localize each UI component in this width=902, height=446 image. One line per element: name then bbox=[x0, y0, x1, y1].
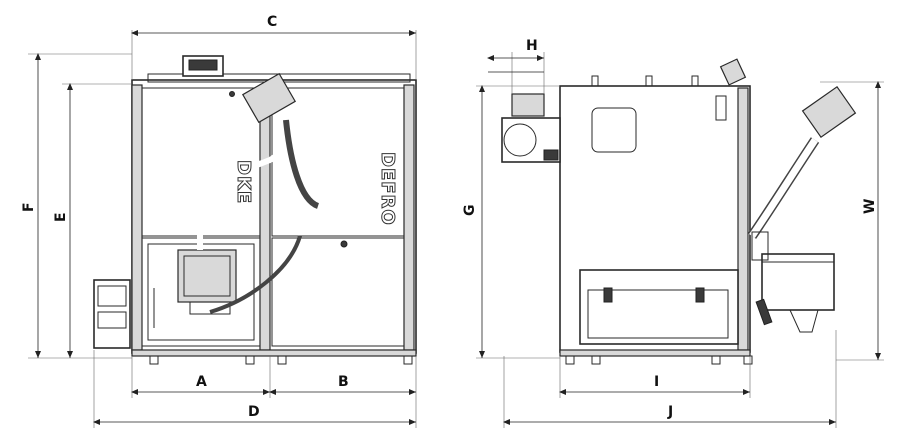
brand-right: DEFRO bbox=[377, 152, 398, 226]
side-feeder-tube-inner bbox=[749, 138, 818, 238]
label-e: E bbox=[53, 212, 69, 222]
side-feeder bbox=[93, 279, 131, 349]
burner-panel bbox=[183, 255, 231, 297]
side-base bbox=[559, 349, 751, 357]
burner-base bbox=[189, 301, 231, 315]
label-g: G bbox=[462, 205, 478, 217]
foot-4 bbox=[403, 355, 413, 365]
side-foot-4 bbox=[743, 355, 753, 365]
door-knob bbox=[340, 240, 348, 248]
feeder-spring bbox=[283, 119, 320, 209]
label-b: B bbox=[338, 374, 349, 390]
label-f: F bbox=[21, 202, 37, 212]
side-foot-2 bbox=[591, 355, 601, 365]
label-d: D bbox=[248, 404, 260, 420]
middle-frame bbox=[259, 84, 271, 351]
top-fitting-3 bbox=[691, 75, 699, 87]
label-c: C bbox=[267, 14, 277, 30]
base-plate bbox=[131, 349, 417, 357]
ignition-lever bbox=[755, 298, 773, 326]
foot-2 bbox=[245, 355, 255, 365]
side-feeder-motor bbox=[801, 86, 857, 138]
indicator-dot bbox=[229, 91, 235, 97]
ash-compartment-inner bbox=[587, 289, 729, 339]
burner-module bbox=[177, 249, 237, 303]
inspection-hatch bbox=[591, 107, 637, 153]
flex-hose bbox=[209, 235, 302, 314]
ash-door bbox=[271, 237, 405, 347]
burner-foot bbox=[789, 309, 819, 333]
ash-compartment bbox=[579, 269, 739, 345]
fan-bracket bbox=[543, 149, 559, 161]
top-fitting-2 bbox=[645, 75, 653, 87]
right-frame bbox=[403, 84, 415, 351]
latch-left bbox=[603, 287, 613, 303]
side-dimensions: H G W I J bbox=[462, 38, 884, 428]
boiler-cabinet bbox=[131, 79, 417, 354]
label-a: A bbox=[196, 374, 207, 390]
label-j: J bbox=[667, 404, 673, 420]
label-w: W bbox=[862, 199, 878, 214]
foot-3 bbox=[277, 355, 287, 365]
side-foot-1 bbox=[565, 355, 575, 365]
burner-coupling bbox=[751, 231, 769, 261]
fan-motor bbox=[503, 123, 537, 157]
latch-right bbox=[695, 287, 705, 303]
side-feeder-top bbox=[97, 285, 127, 307]
side-label-plate bbox=[715, 95, 727, 121]
side-foot-3 bbox=[711, 355, 721, 365]
feeder-motor bbox=[241, 72, 297, 124]
front-view: DKE DEFRO bbox=[93, 55, 417, 365]
feeder-tube-inner bbox=[197, 100, 292, 250]
side-feeder-mid bbox=[97, 311, 127, 329]
side-burner-box bbox=[761, 253, 835, 311]
brand-left: DKE bbox=[233, 160, 254, 204]
flue-outlet bbox=[511, 93, 545, 117]
side-right-strip bbox=[737, 87, 749, 351]
left-frame bbox=[131, 84, 143, 351]
side-view bbox=[501, 58, 857, 365]
front-dimensions: C F E A B D bbox=[21, 14, 417, 428]
controller-screen bbox=[188, 59, 218, 71]
label-h: H bbox=[526, 38, 538, 54]
label-i: I bbox=[654, 374, 659, 390]
foot-1 bbox=[149, 355, 159, 365]
top-fitting-1 bbox=[591, 75, 599, 87]
side-controller bbox=[719, 58, 747, 86]
